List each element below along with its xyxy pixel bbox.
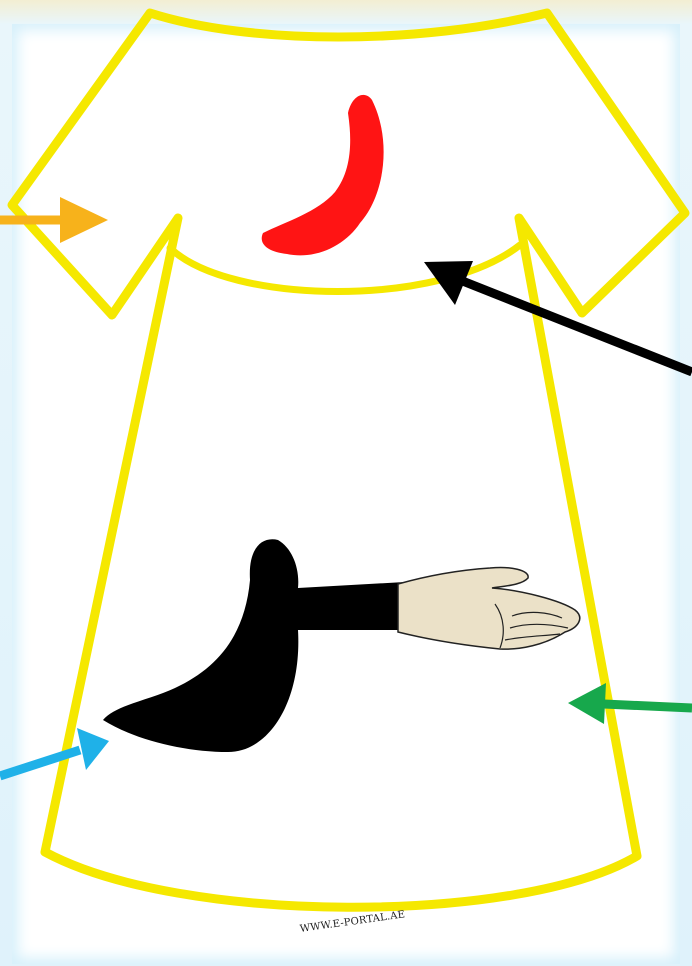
dress-yoke-line [166, 241, 524, 295]
green-arrow-icon [568, 683, 692, 724]
orange-arrow-icon [0, 197, 108, 243]
open-hand-icon [397, 566, 581, 650]
cyan-arrow-icon [0, 728, 109, 781]
black-letter-ra-icon [103, 539, 405, 752]
dress-outline [7, 8, 690, 912]
red-letter-ra-icon [261, 94, 384, 256]
black-arrow-icon [424, 261, 692, 377]
